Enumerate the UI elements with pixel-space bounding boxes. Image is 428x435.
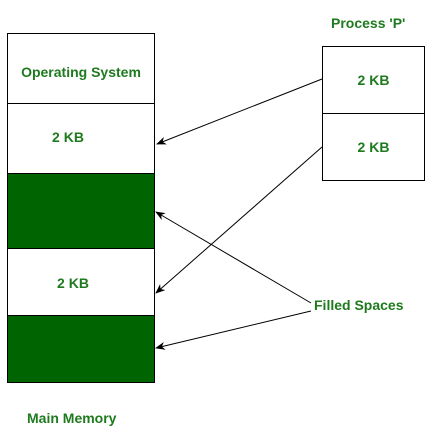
process-page-1-label: 2 KB [357,72,390,88]
memory-block-os-label: Operating System [21,63,141,80]
memory-block-filled-2 [7,315,155,383]
filled-spaces-label: Filled Spaces [314,297,404,313]
memory-block-frame-2-label: 2 KB [57,275,89,291]
process-title: Process 'P' [331,15,406,31]
arrow-page1-to-frame1 [156,78,323,145]
arrow-filled-to-block2 [155,310,312,350]
process-page-2-label: 2 KB [357,139,390,155]
process-page-2: 2 KB [322,113,425,181]
memory-block-frame-1-label: 2 KB [52,129,84,145]
arrow-page2-to-frame2 [155,146,323,294]
memory-block-filled-1 [7,173,155,249]
arrow-filled-to-block1 [155,211,312,304]
main-memory-caption: Main Memory [27,410,117,426]
